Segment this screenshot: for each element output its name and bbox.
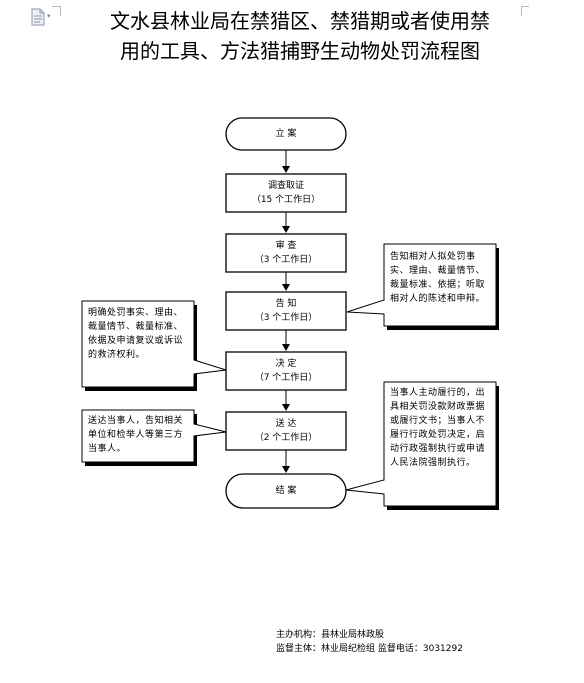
node-deliver-label: 送 达 — [275, 419, 297, 429]
node-decide-label: 决 定 — [275, 359, 297, 369]
node-decide: 决 定 （7 个工作日） — [226, 357, 346, 385]
node-close-shape — [225, 473, 347, 509]
node-deliver: 送 达 （2 个工作日） — [226, 417, 346, 445]
node-investigate-days: （15 个工作日） — [251, 195, 321, 205]
node-decide-days: （7 个工作日） — [254, 373, 318, 383]
node-investigate-label: 调查取证 — [267, 181, 304, 191]
note-deliver-left-shape — [81, 409, 227, 463]
page-title: 文水县林业局在禁猎区、禁猎期或者使用禁 用的工具、方法猎捕野生动物处罚流程图 — [70, 6, 530, 66]
node-deliver-days: （2 个工作日） — [254, 433, 318, 443]
node-start-label: 立 案 — [275, 129, 297, 139]
crop-mark-left-h — [52, 6, 60, 7]
note-deliver-right: 当事人主动履行的，出具相关罚没款财政票据或履行文书；当事人不履行行政处罚决定，启… — [390, 388, 486, 468]
note-decide-left: 明确处罚事实、理由、裁量情节、裁量标准、依据及申请复议或诉讼的救济权利。 — [88, 308, 184, 360]
node-investigate: 调查取证 （15 个工作日） — [226, 179, 346, 207]
note-deliver-left: 送达当事人，告知相关单位和检举人等第三方当事人。 — [88, 416, 184, 454]
footer-host: 主办机构：县林业局林政股 — [276, 630, 385, 640]
title-line-1: 文水县林业局在禁猎区、禁猎期或者使用禁 — [110, 9, 490, 33]
dropdown-caret-icon: ▾ — [47, 12, 51, 20]
node-close-label: 结 案 — [275, 486, 297, 496]
note-notify-right: 告知相对人拟处罚事实、理由、裁量情节、裁量标准、依据；听取相对人的陈述和申辩。 — [390, 252, 486, 304]
node-notify: 告 知 （3 个工作日） — [226, 297, 346, 325]
node-start: 立 案 — [226, 127, 346, 141]
node-decide-shape — [225, 351, 347, 391]
note-notify-right-shape — [346, 243, 497, 327]
document-icon — [31, 8, 45, 26]
node-review-label: 审 查 — [275, 241, 297, 251]
node-review-shape — [225, 233, 347, 273]
node-close: 结 案 — [226, 484, 346, 498]
node-notify-days: （3 个工作日） — [254, 313, 318, 323]
node-notify-label: 告 知 — [275, 299, 297, 309]
node-review: 审 查 （3 个工作日） — [226, 239, 346, 267]
note-decide-left-shape — [81, 300, 227, 388]
crop-mark-right-h — [521, 6, 529, 7]
node-review-days: （3 个工作日） — [254, 255, 318, 265]
footer-supervise: 监督主体：林业局纪检组 监督电话：3031292 — [276, 644, 463, 654]
crop-mark-left — [60, 6, 61, 16]
title-line-2: 用的工具、方法猎捕野生动物处罚流程图 — [120, 39, 480, 63]
note-deliver-right-shape — [345, 381, 497, 507]
crop-mark-right — [521, 6, 522, 16]
